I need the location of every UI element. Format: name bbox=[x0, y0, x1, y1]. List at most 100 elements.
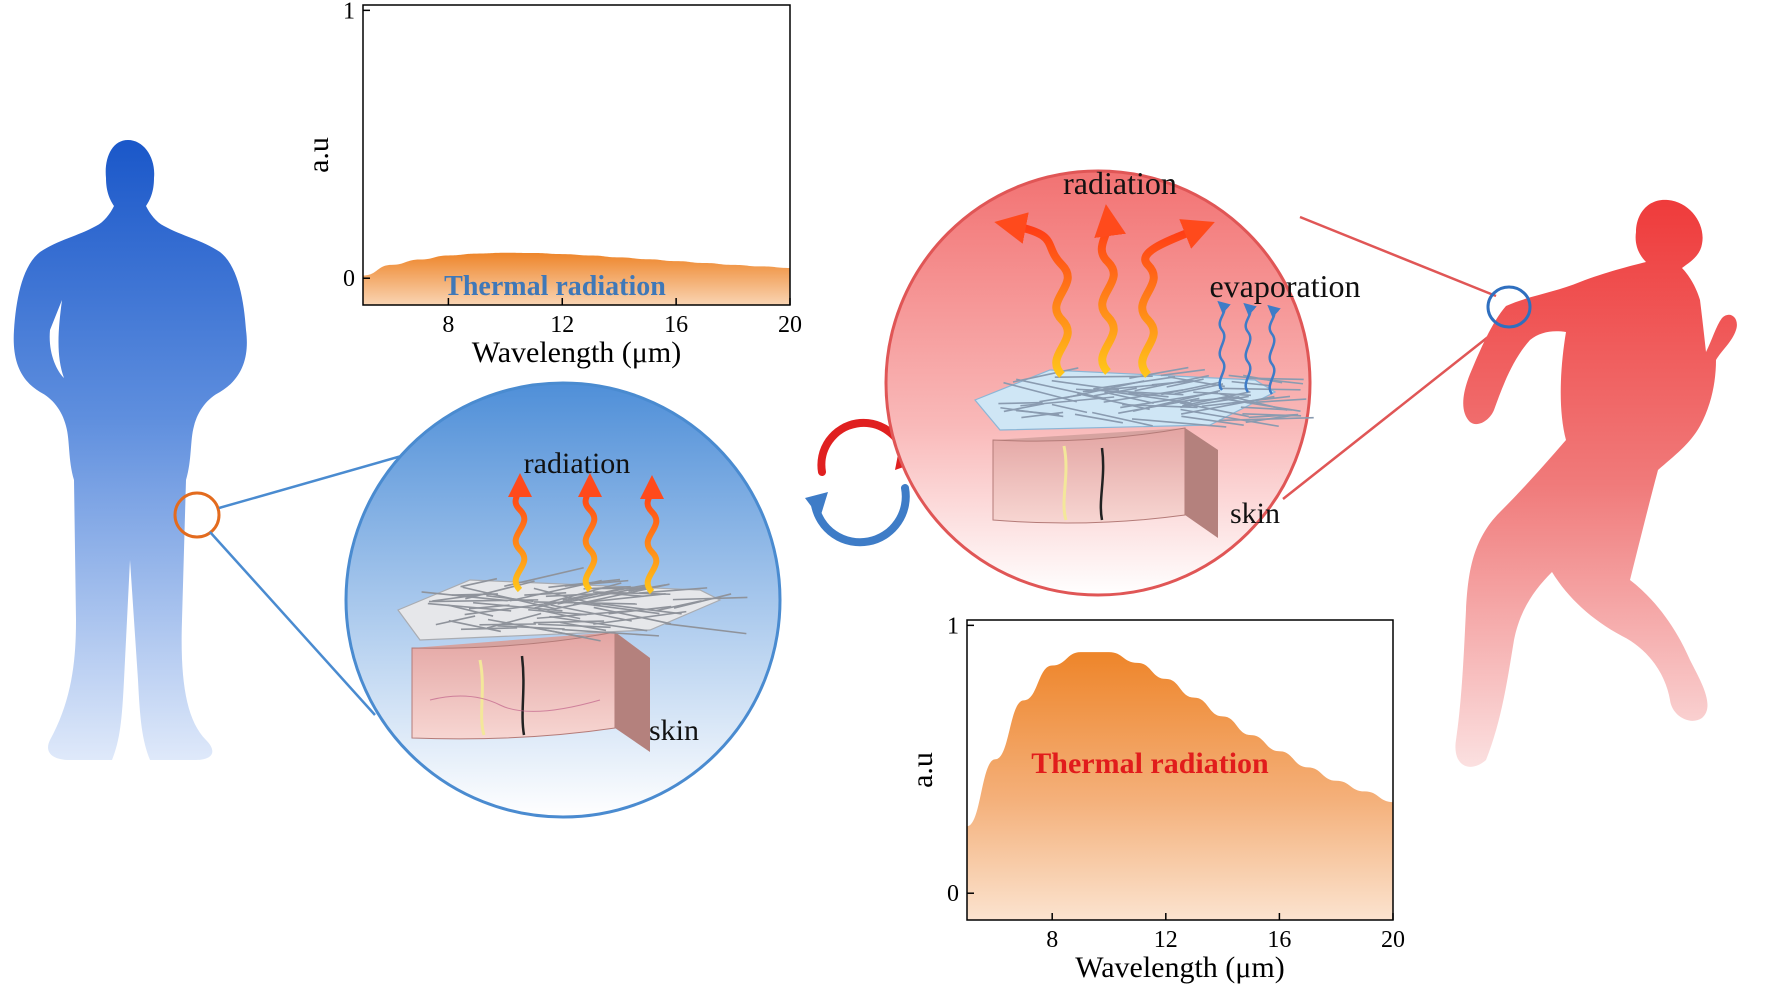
fabric-fiber bbox=[1248, 377, 1304, 381]
fabric-fiber bbox=[1131, 418, 1227, 428]
chart-frame bbox=[362, 4, 791, 306]
fabric-fiber bbox=[1092, 411, 1153, 427]
fabric-fiber bbox=[1181, 415, 1244, 426]
hot-fiber-fabric bbox=[974, 366, 1314, 431]
standing-person-silhouette bbox=[13, 140, 247, 760]
fabric-fiber bbox=[538, 623, 611, 629]
fabric-fiber bbox=[1051, 403, 1088, 414]
fabric-fiber bbox=[1228, 374, 1304, 385]
fabric-fiber bbox=[486, 612, 542, 629]
evaporation-arrows bbox=[1217, 300, 1281, 395]
fabric-fiber bbox=[1104, 391, 1154, 405]
fabric-fiber bbox=[1174, 383, 1224, 395]
fabric-fiber bbox=[465, 580, 535, 600]
fabric-fiber bbox=[673, 593, 732, 609]
y-axis-label: a.u bbox=[906, 752, 939, 788]
x-tick-label: 16 bbox=[664, 312, 688, 338]
fabric-fiber bbox=[665, 622, 747, 635]
hot-skin-block bbox=[992, 427, 1218, 538]
hot-zoom-line-bottom bbox=[1282, 321, 1508, 500]
fabric-fiber bbox=[1020, 396, 1115, 407]
fabric-fiber bbox=[592, 591, 644, 598]
fabric-fiber bbox=[428, 599, 539, 603]
fabric-fiber bbox=[464, 602, 552, 616]
x-tick-label: 16 bbox=[1267, 927, 1291, 953]
fabric-fiber bbox=[1016, 378, 1107, 400]
fabric-fiber bbox=[1103, 389, 1184, 403]
fabric-fiber bbox=[1219, 392, 1288, 411]
cool-skin-magnifier-ring bbox=[173, 491, 221, 539]
fabric-fiber bbox=[1012, 367, 1079, 383]
fabric-fiber bbox=[538, 609, 581, 620]
x-tick-label: 20 bbox=[1381, 927, 1405, 953]
fabric-fiber bbox=[468, 604, 510, 610]
fabric-fiber bbox=[1077, 392, 1150, 411]
fabric-fiber bbox=[1193, 391, 1251, 397]
fabric-fiber bbox=[533, 620, 605, 624]
cool-skin-block bbox=[411, 631, 650, 752]
fabric-fiber bbox=[550, 604, 632, 622]
hot-zoom-line-top bbox=[1299, 215, 1497, 298]
fabric-fiber bbox=[1190, 396, 1240, 403]
cool-radiation-waves bbox=[507, 473, 664, 595]
x-tick-label: 8 bbox=[1046, 927, 1058, 953]
hot-skin-magnifier-ring bbox=[1486, 285, 1532, 329]
thermal-area bbox=[967, 652, 1393, 920]
fabric-fiber bbox=[538, 627, 601, 642]
fabric-fiber bbox=[543, 582, 622, 605]
fabric-fiber bbox=[435, 615, 476, 626]
fabric-fiber bbox=[1245, 413, 1298, 424]
fabric-fiber bbox=[1151, 380, 1194, 386]
x-tick-label: 12 bbox=[550, 312, 574, 338]
fabric-fiber bbox=[1180, 395, 1275, 415]
y-tick-label: 0 bbox=[343, 266, 355, 292]
fabric-fiber bbox=[447, 604, 494, 617]
fabric-fiber bbox=[460, 577, 498, 588]
fabric-fiber bbox=[656, 599, 702, 612]
fabric-fiber bbox=[479, 623, 536, 626]
fabric-fiber bbox=[1166, 378, 1204, 388]
x-axis-label: Wavelength (μm) bbox=[1075, 951, 1284, 984]
fabric-fiber bbox=[497, 625, 565, 630]
fabric-fiber bbox=[1003, 402, 1045, 413]
x-tick-label: 20 bbox=[778, 312, 802, 338]
cool-zoom-line-bottom bbox=[209, 531, 376, 716]
thermal-radiation-annotation: Thermal radiation bbox=[444, 271, 666, 302]
cool-radiation-label: radiation bbox=[524, 447, 631, 480]
fabric-fiber bbox=[998, 401, 1043, 405]
fabric-fiber bbox=[524, 592, 567, 596]
y-tick-label: 1 bbox=[947, 613, 959, 639]
cool-zoom-circle: radiation skin bbox=[344, 381, 782, 819]
fabric-fiber bbox=[1054, 375, 1153, 378]
hot-skin-label: skin bbox=[1230, 497, 1280, 530]
thermal-area bbox=[363, 252, 790, 305]
y-tick-label: 1 bbox=[343, 0, 355, 24]
fabric-fiber bbox=[1128, 392, 1169, 398]
fabric-fiber bbox=[591, 601, 682, 615]
fabric-fiber bbox=[577, 602, 660, 615]
x-tick-label: 12 bbox=[1154, 927, 1178, 953]
fabric-fiber bbox=[533, 587, 601, 607]
hot-radiation-waves bbox=[994, 204, 1215, 378]
fabric-fiber bbox=[1160, 368, 1205, 377]
cool-zoom-line-top bbox=[218, 451, 413, 510]
fabric-fiber bbox=[1180, 408, 1279, 428]
hot-zoom-circle: radiation evaporation skin bbox=[884, 165, 1361, 597]
fabric-fiber bbox=[559, 621, 607, 632]
y-axis-label: a.u bbox=[302, 137, 335, 173]
fabric-fiber bbox=[545, 591, 622, 598]
fabric-fiber bbox=[1120, 391, 1219, 409]
fabric-fiber bbox=[1000, 406, 1064, 418]
y-tick-label: 0 bbox=[947, 881, 959, 907]
running-person-silhouette bbox=[1455, 199, 1737, 767]
fabric-fiber bbox=[1021, 411, 1064, 419]
chart-frame bbox=[966, 619, 1394, 921]
fabric-fiber bbox=[448, 619, 501, 633]
x-axis-label: Wavelength (μm) bbox=[472, 336, 681, 369]
fabric-fiber bbox=[1231, 380, 1271, 387]
cool-skin-label: skin bbox=[649, 714, 699, 747]
fabric-fiber bbox=[1074, 413, 1124, 424]
